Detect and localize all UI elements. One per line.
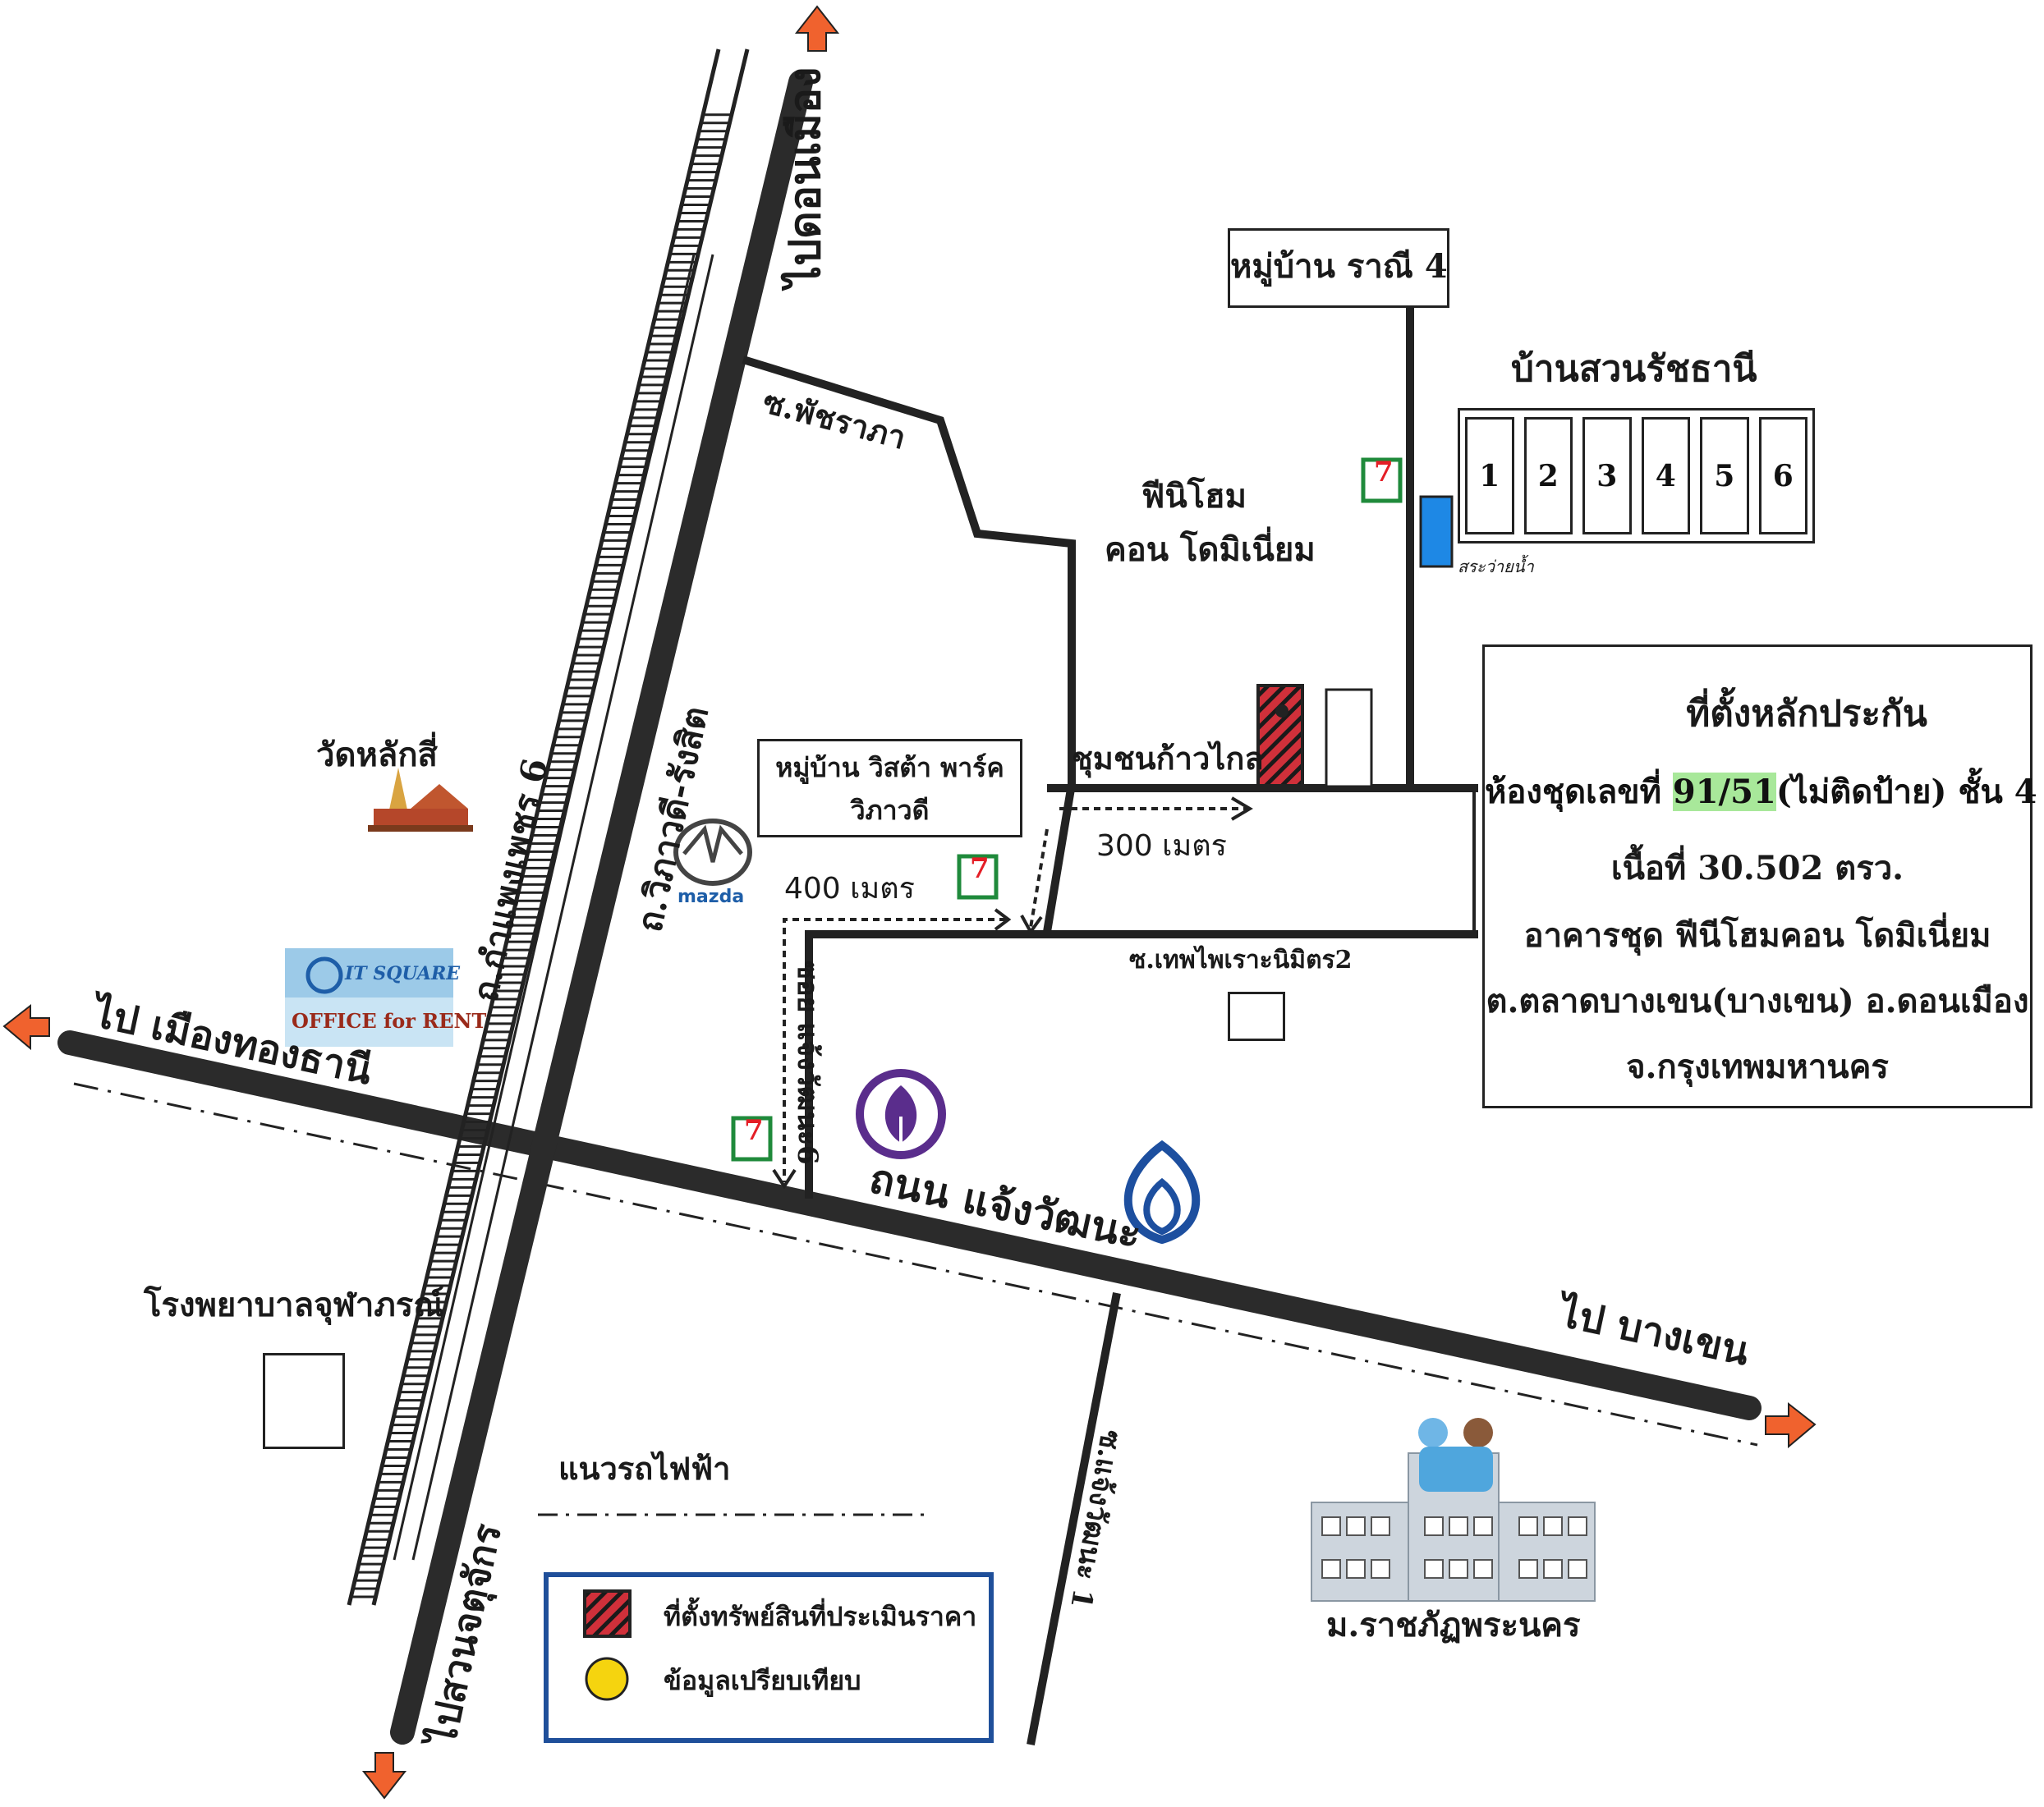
collateral-unit-prefix: ห้องชุดเลขที่ (1485, 773, 1673, 811)
vista-park-box: หมู่บ้าน วิสต้า พาร์ค วิภาวดี (757, 739, 1022, 837)
place-vista-park: หมู่บ้าน วิสต้า พาร์ค (775, 752, 1004, 783)
collateral-unit-suffix: (ไม่ติดป้าย) ชั้น 4 (1775, 773, 2037, 811)
road-label-soi-6: ซอย แจ้งวัฒนะ6 (791, 961, 824, 1165)
place-vista-park-sub: วิภาวดี (850, 795, 930, 826)
route-dotted (783, 807, 1248, 1182)
road-soi-phatcharapha (742, 355, 1076, 933)
direction-don-mueang: ไปดอนเมือง (780, 67, 830, 287)
seven-eleven-icon (731, 457, 1403, 1162)
scb-bank-icon (856, 1069, 946, 1159)
place-rajabhat-university: ม.ราชภัฏพระนคร (1326, 1606, 1581, 1644)
mazda-label: mazda (678, 887, 745, 907)
place-wat-lak-si: วัดหลักสี่ (316, 736, 438, 774)
legend-subject-label: ที่ตั้งทรัพย์สินที่ประเมินราคา (664, 1601, 977, 1632)
seven-eleven-label: 7 (744, 1114, 764, 1147)
collateral-title: ที่ตั้งหลักประกัน (1686, 693, 1927, 735)
collateral-building: อาคารชุด ฟีนีโฮมคอน โดมิเนี่ยม (1523, 916, 1991, 955)
direction-arrows (2, 5, 1817, 1800)
place-chulabhorn-hospital: โรงพยาบาลจุฬาภรณ์ (144, 1286, 444, 1324)
house-number: 3 (1582, 417, 1632, 534)
arrow-north (794, 5, 840, 52)
collateral-area: เนื้อที่ 30.502 ตรว. (1610, 849, 1904, 887)
it-square-logo (285, 948, 453, 1047)
mazda-logo (673, 819, 752, 886)
place-phini-home-condo: คอน โดมิเนี่ยม (1105, 530, 1316, 569)
legend-comparable-label: ข้อมูลเปรียบเทียบ (664, 1665, 861, 1696)
legend-subject-icon (583, 1589, 632, 1638)
distance-400m: 400 เมตร (784, 872, 915, 906)
university-building-icon (1311, 1418, 1596, 1602)
road-soi-chaeng-watthana-1 (1027, 1292, 1121, 1745)
place-ranee-4: หมู่บ้าน ราณี 4 (1230, 247, 1448, 286)
collateral-province: จ.กรุงเทพมหานคร (1626, 1048, 1889, 1086)
small-box (1228, 992, 1285, 1041)
legend-comparable-icon (585, 1657, 629, 1701)
house-number: 6 (1758, 417, 1807, 534)
legend-box: ที่ตั้งทรัพย์สินที่ประเมินราคา ข้อมูลเปร… (544, 1572, 994, 1743)
railway (347, 48, 750, 1606)
place-it-square-sub: OFFICE for RENT (292, 1009, 487, 1033)
temple-icon (368, 768, 473, 832)
road-label-soi-thep-phairao: ซ.เทพไพเราะนิมิตร2 (1129, 946, 1353, 975)
place-phini-home: ฟีนิโฮม (1141, 477, 1247, 516)
house-number: 1 (1465, 417, 1514, 534)
house-number: 2 (1523, 417, 1573, 534)
road-soi-thep-phairao (805, 930, 1478, 1199)
route-arrowheads (772, 796, 1253, 1190)
collateral-info-box: ที่ตั้งหลักประกัน ห้องชุดเลขที่ 91/51(ไม… (1482, 644, 2037, 1108)
pool-label: สระว่ายน้ำ (1458, 557, 1534, 576)
distance-300m: 300 เมตร (1096, 829, 1227, 863)
bangkok-bank-icon (1123, 1140, 1201, 1245)
seven-eleven-label: 7 (1374, 456, 1394, 488)
arrow-east (1765, 1401, 1817, 1449)
arrow-west (2, 1003, 50, 1051)
building-outline (1325, 688, 1373, 788)
place-chumchon-kao-klai: ชุมชนก้าวไกล (1072, 740, 1264, 777)
collateral-unit-number: 91/51 (1672, 773, 1776, 811)
place-it-square: IT SQUARE (345, 963, 461, 984)
seven-eleven-label: 7 (970, 852, 990, 885)
collateral-location: ต.ตลาดบางเขน(บางเขน) อ.ดอนเมือง (1486, 982, 2029, 1020)
arrow-south (361, 1752, 407, 1800)
house-number: 4 (1641, 417, 1690, 534)
subject-property-marker (1256, 684, 1304, 787)
place-suan-ratchani: บ้านสวนรัชธานี (1511, 348, 1757, 390)
train-line-label: แนวรถไฟฟ้า (558, 1450, 731, 1487)
house-number: 5 (1700, 417, 1749, 534)
swimming-pool (1419, 495, 1454, 568)
collateral-unit-line: ห้องชุดเลขที่ 91/51(ไม่ติดป้าย) ชั้น 4 (1485, 765, 2037, 818)
ranee-4-box: หมู่บ้าน ราณี 4 (1228, 228, 1449, 308)
hospital-box (263, 1353, 345, 1449)
train-line-main (73, 1082, 1758, 1447)
road-chaeng-watthana (57, 1030, 1762, 1420)
road-vibhavadi (390, 70, 813, 1745)
